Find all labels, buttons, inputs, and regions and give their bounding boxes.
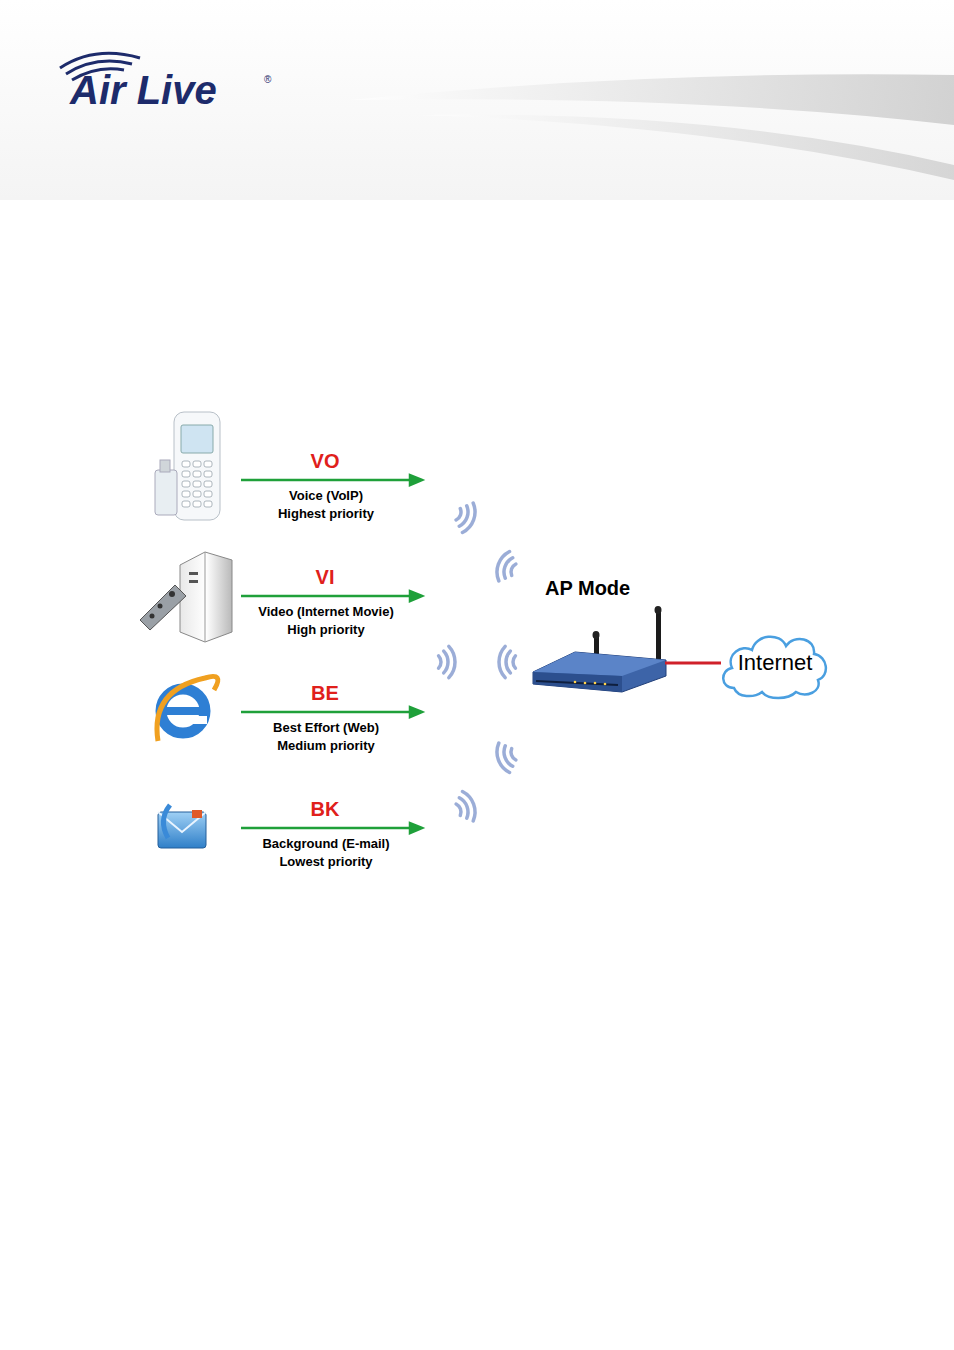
priority-level: Highest priority (278, 507, 374, 521)
header-swoosh (420, 115, 954, 180)
mode-heading: AP Mode (528, 577, 673, 600)
phone-keys (182, 461, 212, 507)
ac-code: BK (311, 798, 340, 820)
wireless-waves (439, 503, 516, 821)
priority-level: Lowest priority (279, 855, 372, 869)
router-illustration (533, 606, 666, 692)
traffic-type: Best Effort (Web) (273, 721, 379, 735)
media-player (140, 552, 232, 642)
traffic-type: Voice (VoIP) (289, 489, 363, 503)
header-band (0, 0, 954, 200)
traffic-type: Background (E-mail) (262, 837, 389, 851)
access-point: AP Mode (528, 577, 673, 695)
priority-arrows (241, 475, 422, 833)
traffic-type: Video (Internet Movie) (258, 605, 394, 619)
registered-mark: ® (264, 74, 271, 85)
web-browser-icon (157, 677, 218, 742)
logo-text: Air Live (70, 68, 217, 112)
voip-phone (155, 412, 220, 520)
cloud-label: Internet (738, 650, 813, 676)
ac-code: VO (311, 450, 340, 472)
ac-code: BE (311, 682, 339, 704)
ac-code: VI (316, 566, 335, 588)
header-swoosh (350, 74, 954, 125)
priority-level: Medium priority (277, 739, 375, 753)
internet-cloud: Internet (718, 626, 832, 700)
email-icon (158, 805, 206, 848)
priority-level: High priority (287, 623, 364, 637)
network-link (665, 662, 721, 665)
